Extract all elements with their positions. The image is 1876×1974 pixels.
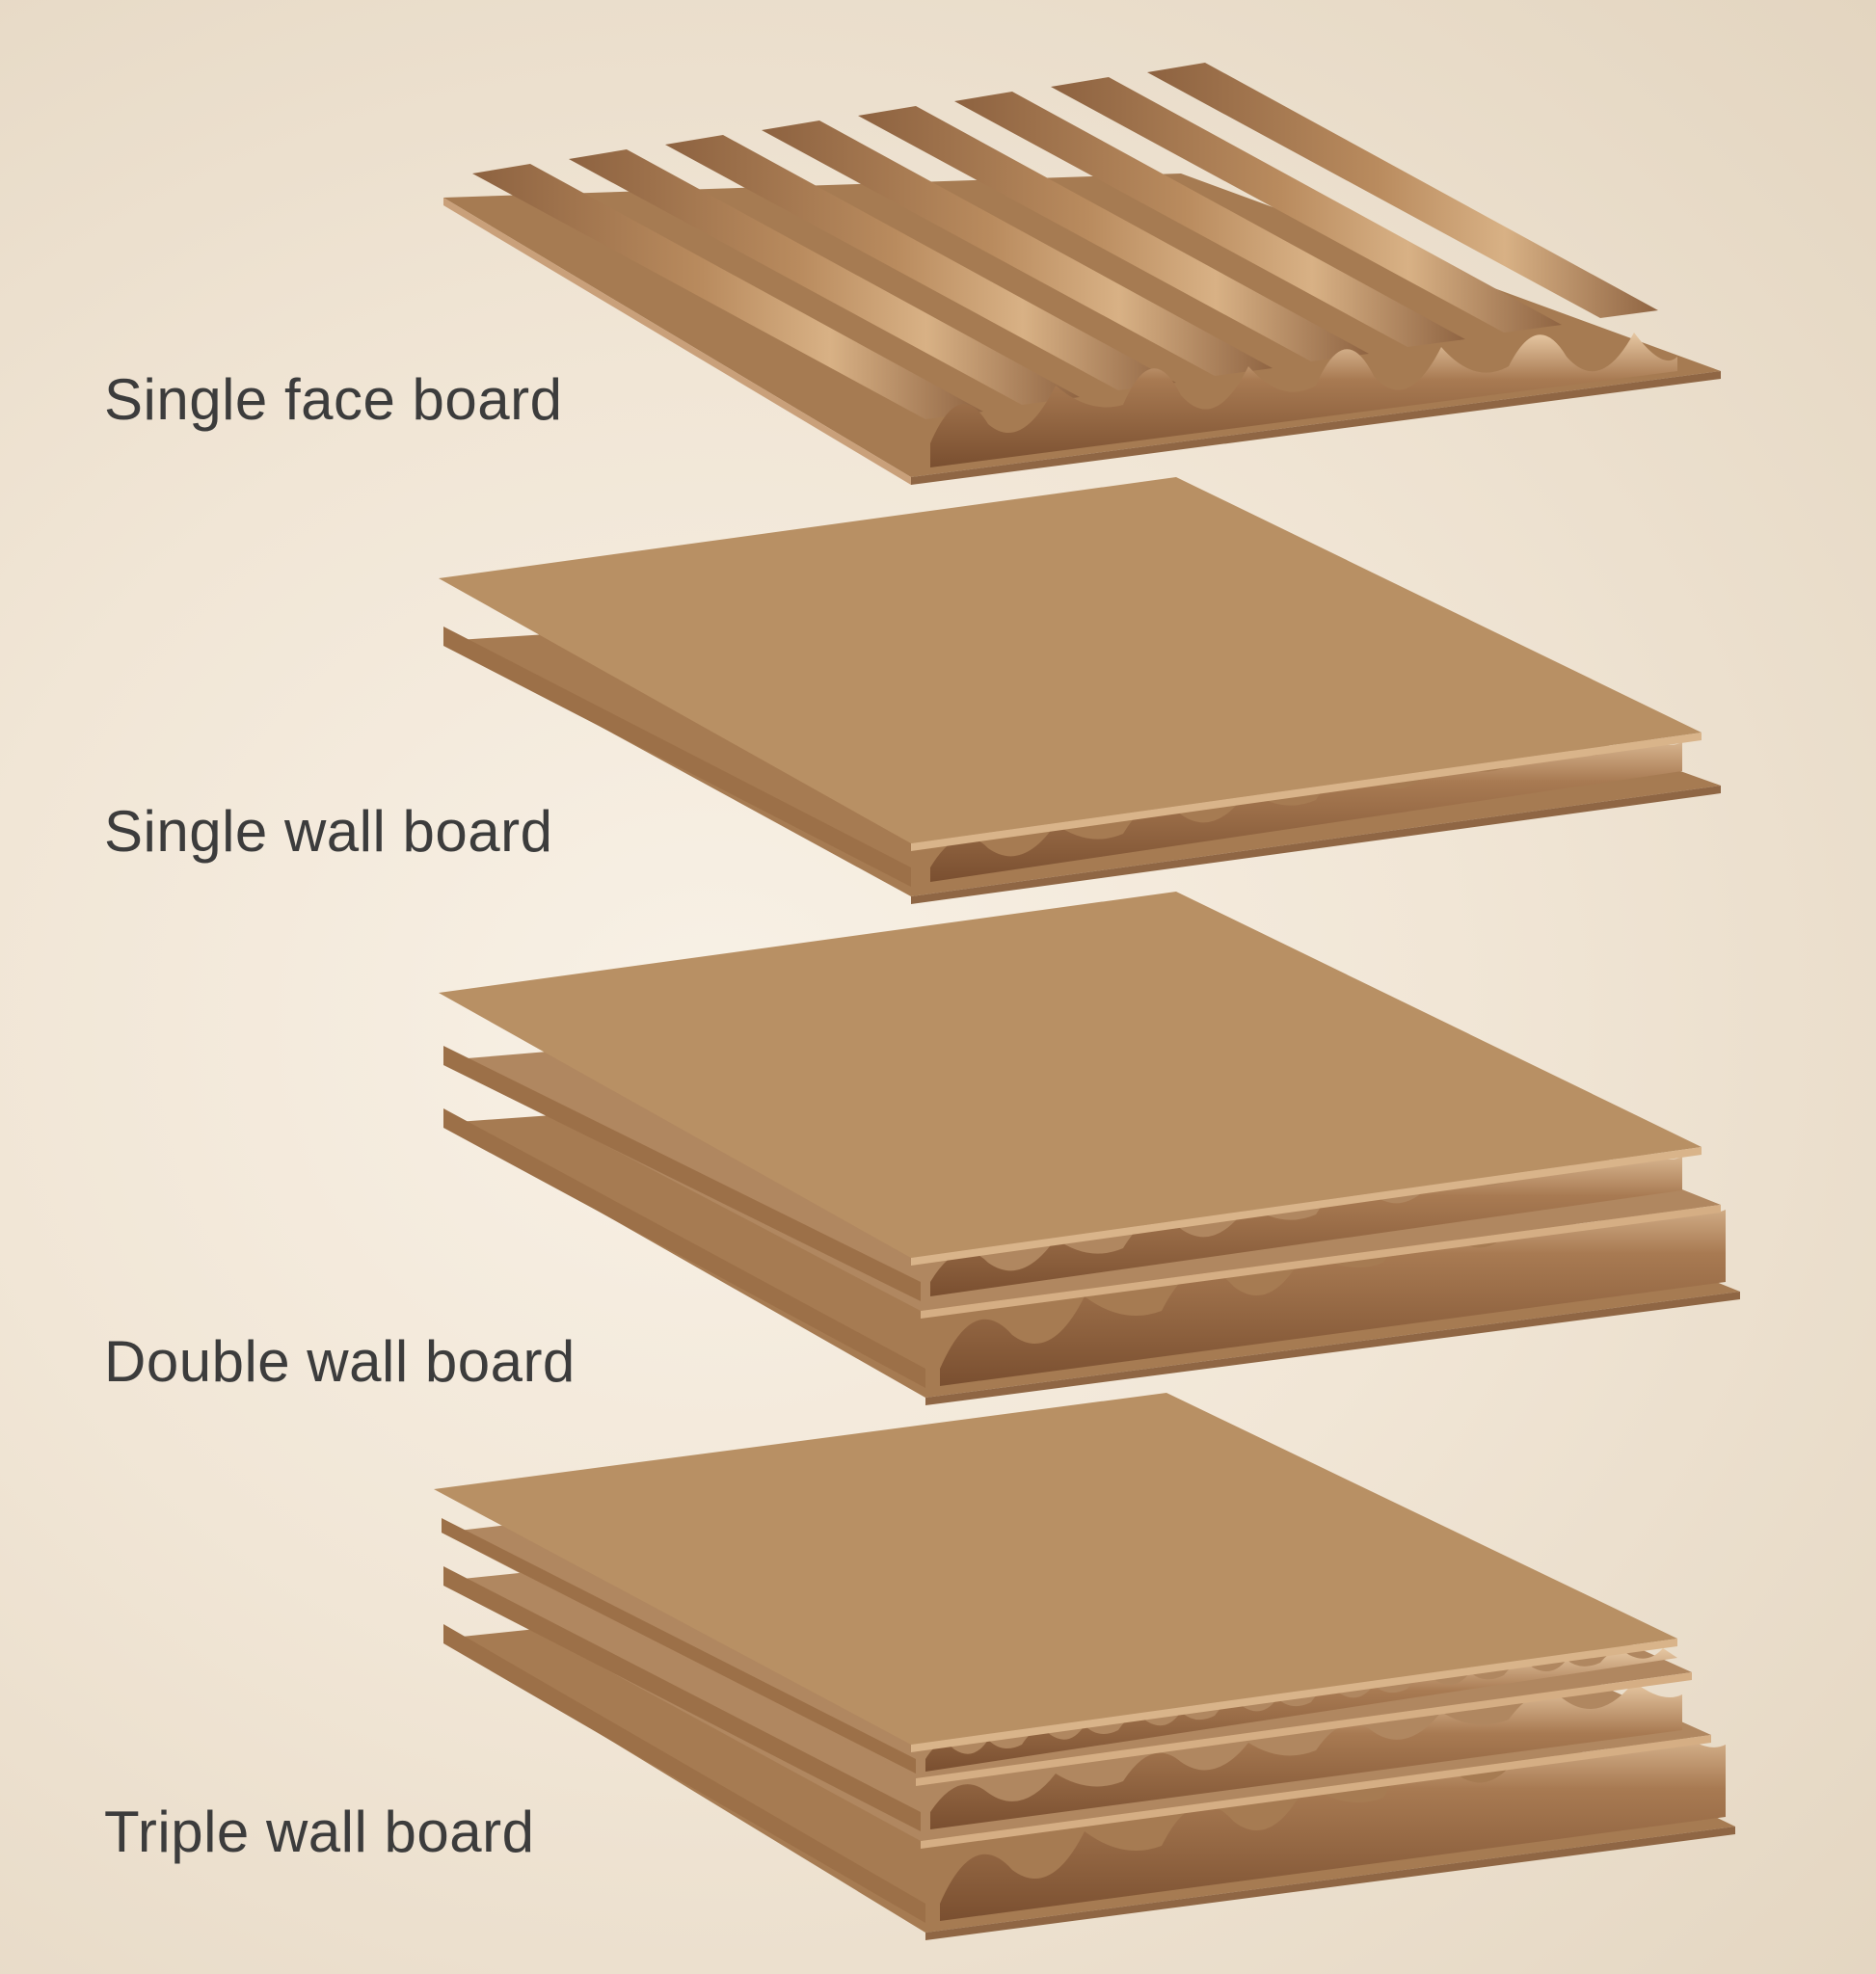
top-liner xyxy=(434,1393,1677,1745)
top-liner xyxy=(439,892,1702,1258)
side-flute xyxy=(443,627,911,887)
liner-edge xyxy=(911,371,1721,485)
single-face-board xyxy=(443,63,1721,485)
bottom-flute-cross-section xyxy=(940,1718,1726,1921)
small-flute-cross-section xyxy=(925,1648,1677,1772)
flute-ridges xyxy=(472,63,1658,419)
upper-flute-cross-section xyxy=(930,1142,1682,1296)
triple-wall-board xyxy=(434,1393,1735,1940)
double-wall-board-label: Double wall board xyxy=(104,1329,576,1394)
top-liner xyxy=(439,477,1702,843)
single-wall-board-label: Single wall board xyxy=(104,799,553,864)
double-wall-board xyxy=(439,892,1740,1405)
single-wall-board xyxy=(439,477,1721,904)
flute-cross-section xyxy=(930,333,1677,467)
flute-cross-section xyxy=(930,728,1682,882)
triple-wall-board-label: Triple wall board xyxy=(104,1800,535,1864)
middle-flute-cross-section xyxy=(930,1682,1682,1829)
single-face-board-label: Single face board xyxy=(104,367,563,432)
